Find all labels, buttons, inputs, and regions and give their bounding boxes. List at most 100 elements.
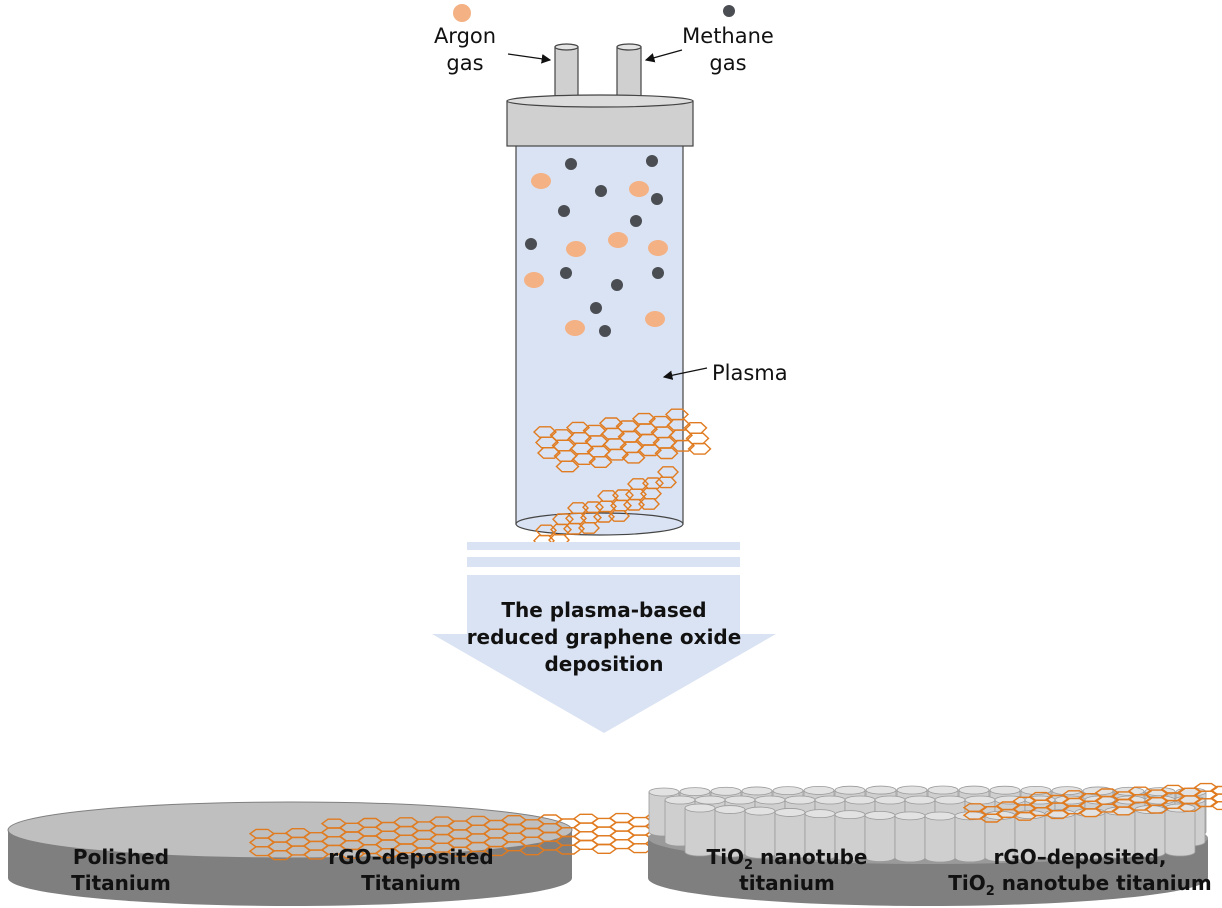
methane-particle xyxy=(646,155,658,167)
graphene-hexagon xyxy=(1210,801,1222,811)
methane-particle xyxy=(558,205,570,217)
rgo-tio2-label-line1: rGO–deposited, xyxy=(993,845,1166,869)
graphene-hexagon xyxy=(567,502,589,514)
argon-label-line1: Argon xyxy=(434,24,496,48)
graphene-hexagon xyxy=(593,510,615,523)
graphene-hexagon xyxy=(657,466,679,478)
graphene-hexagon xyxy=(979,813,1004,823)
graphene-hexagon xyxy=(580,511,602,524)
graphene-hexagon xyxy=(1127,801,1153,811)
graphene-hexagon xyxy=(578,522,600,534)
graphene-hexagon xyxy=(638,498,660,510)
graphene-hexagon xyxy=(597,490,619,502)
nanotube xyxy=(714,805,746,858)
graphene-hexagon xyxy=(535,524,557,537)
graphene-hexagon xyxy=(962,810,988,820)
methane-particle xyxy=(652,267,664,279)
methane-particle xyxy=(525,238,537,250)
graphene-layer-on-nanotubes xyxy=(962,782,1222,823)
tio2-titanium-label-line2: titanium xyxy=(739,871,835,895)
plasma-tube-base xyxy=(515,512,684,536)
reactor-cap xyxy=(506,94,694,147)
process-arrow xyxy=(432,542,776,733)
graphene-hexagon xyxy=(1012,811,1037,821)
argon-label-line2: gas xyxy=(446,51,483,75)
graphene-hexagon xyxy=(610,499,632,512)
process-arrow-text-line3: deposition xyxy=(544,652,663,676)
rgo-titanium-label-line2: Titanium xyxy=(361,871,461,895)
nanotube xyxy=(744,806,776,859)
argon-particle xyxy=(524,272,544,288)
methane-label-line1: Methane xyxy=(682,24,774,48)
graphene-hexagon xyxy=(1144,804,1169,814)
polished-titanium-label-line1: Polished xyxy=(73,845,169,869)
methane-particle xyxy=(565,158,577,170)
graphene-hexagon xyxy=(687,442,712,455)
methane-label-line2: gas xyxy=(709,51,746,75)
argon-particle xyxy=(608,232,628,248)
nanotube xyxy=(684,803,716,857)
nanotube xyxy=(894,811,926,863)
nanotube xyxy=(774,808,806,860)
graphene-sheet-lower xyxy=(533,466,679,547)
nanotube xyxy=(1104,806,1136,859)
graphene-hexagon xyxy=(550,523,572,536)
graphene-hexagon xyxy=(588,456,613,468)
process-arrow-text-line2: reduced graphene oxide xyxy=(467,625,742,649)
plasma-pointer-arrow xyxy=(662,367,708,380)
graphene-hexagon xyxy=(563,522,585,535)
graphene-layer-on-titanium xyxy=(248,811,708,861)
methane-particle xyxy=(590,302,602,314)
nanotube xyxy=(834,810,866,862)
methane-particle xyxy=(611,279,623,291)
nanotube xyxy=(804,809,836,861)
argon-particle xyxy=(645,311,665,327)
methane-particle xyxy=(651,193,663,205)
graphene-hexagon xyxy=(565,512,587,525)
graphene-hexagon xyxy=(1193,782,1219,792)
graphene-hexagon xyxy=(623,498,645,511)
rgo-tio2-label-line2: TiO2 nanotube titanium xyxy=(948,871,1212,899)
graphene-hexagon xyxy=(1193,798,1219,808)
nanotube xyxy=(864,810,896,862)
methane-particle xyxy=(599,325,611,337)
argon-particle xyxy=(648,240,668,256)
nanotube xyxy=(1164,803,1196,857)
argon-inlet-tube xyxy=(554,43,579,101)
methane-legend-icon xyxy=(723,5,735,17)
graphene-sheet-upper xyxy=(532,408,712,473)
argon-pointer-arrow xyxy=(507,53,552,64)
graphene-hexagon xyxy=(1094,803,1120,813)
graphene-hexagon xyxy=(555,460,580,473)
tio2-nanotube-array xyxy=(648,785,1207,863)
argon-particle xyxy=(566,241,586,257)
graphene-hexagon xyxy=(595,500,617,513)
graphene-hexagon xyxy=(1061,805,1087,815)
graphene-hexagon xyxy=(625,488,647,501)
graphene-hexagon xyxy=(1111,806,1136,816)
argon-legend-icon xyxy=(453,4,471,22)
graphene-hexagon xyxy=(995,808,1021,818)
polished-titanium-label-line2: Titanium xyxy=(71,871,171,895)
plasma-label: Plasma xyxy=(712,361,788,385)
tio2-titanium-label-line1: TiO2 nanotube xyxy=(707,845,868,873)
rgo-titanium-label-line1: rGO–deposited xyxy=(328,845,493,869)
graphene-hexagon xyxy=(640,487,662,500)
graphene-hexagon xyxy=(1160,799,1186,809)
methane-pointer-arrow xyxy=(644,49,683,63)
argon-particle xyxy=(531,173,551,189)
argon-particle xyxy=(565,320,585,336)
gas-particles xyxy=(524,155,668,337)
nanotube xyxy=(1134,805,1166,858)
graphene-hexagon xyxy=(621,451,646,464)
methane-particle xyxy=(630,215,642,227)
graphene-hexagon xyxy=(608,510,630,522)
methane-inlet-tube xyxy=(616,43,642,101)
graphene-hexagon xyxy=(654,447,679,460)
graphene-hexagon xyxy=(1078,808,1103,818)
methane-particle xyxy=(595,185,607,197)
graphene-hexagon xyxy=(1177,802,1202,812)
nanotube xyxy=(924,811,956,863)
